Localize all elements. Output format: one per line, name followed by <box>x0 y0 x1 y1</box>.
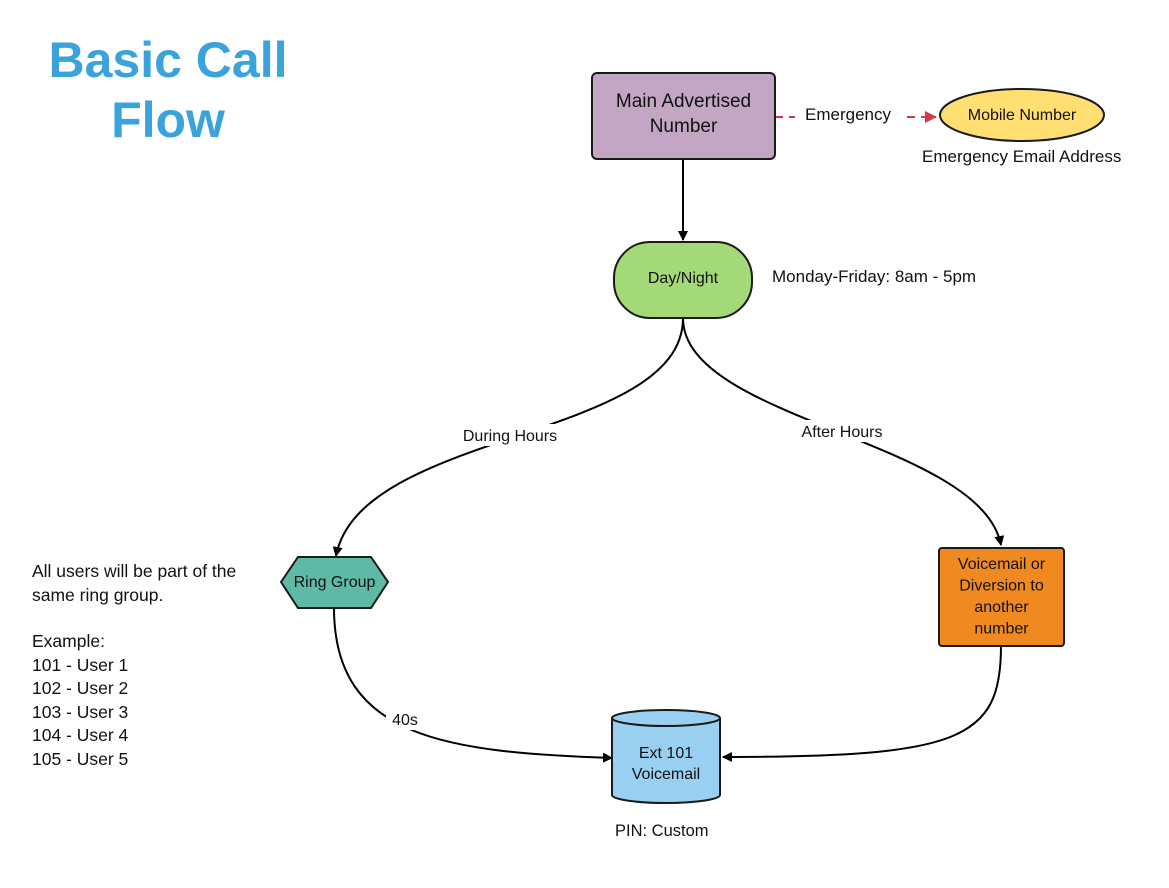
notes-panel: All users will be part of the same ring … <box>32 560 236 771</box>
node-label-line: Diversion to <box>959 578 1044 595</box>
emergency-email-address: Emergency Email Address <box>922 147 1122 166</box>
schedule-label: Monday-Friday: 8am - 5pm <box>772 267 977 286</box>
title-line-2: Flow <box>111 92 225 148</box>
node-label-line: Voicemail <box>632 766 700 783</box>
node-label-line: number <box>974 621 1029 638</box>
example-heading: Example: <box>32 631 105 651</box>
user-item: 105 - User 5 <box>32 748 129 769</box>
edge-label-emergency: Emergency <box>805 105 891 124</box>
notes-line: same ring group. <box>32 584 164 605</box>
node-label-line: Day/Night <box>648 270 719 287</box>
node-label-line: another <box>974 599 1029 616</box>
edge-label-after-hours: After Hours <box>802 424 883 441</box>
svg-text:Mobile Number: Mobile Number <box>968 107 1077 124</box>
title-line-1: Basic Call <box>48 32 288 88</box>
node-day-night: Day/Night <box>613 241 753 319</box>
node-label-line: Number <box>650 116 718 137</box>
edge-diversion-to-voicemail <box>722 645 1002 762</box>
node-voicemail-diversion: Voicemail or Diversion to another number <box>938 547 1065 647</box>
edge-label-during-hours: During Hours <box>463 428 557 445</box>
svg-text:Day/Night: Day/Night <box>648 270 719 287</box>
user-item: 101 - User 1 <box>32 654 129 675</box>
pin-label: PIN: Custom <box>615 822 709 840</box>
node-mobile-number: Mobile Number <box>939 88 1105 142</box>
notes-line: All users will be part of the <box>32 561 237 581</box>
edge-label-40s: 40s <box>392 712 418 729</box>
node-label-line: Main Advertised <box>616 91 751 112</box>
user-item: 104 - User 4 <box>32 725 129 745</box>
node-label-line: Ext 101 <box>639 745 693 762</box>
svg-text:Ring Group: Ring Group <box>294 574 376 591</box>
user-item: 102 - User 2 <box>32 678 129 698</box>
page-title: Basic Call Flow <box>18 30 318 150</box>
node-label-line: Voicemail or <box>958 556 1046 573</box>
user-item: 103 - User 3 <box>32 701 129 722</box>
node-ring-group: Ring Group <box>279 556 390 609</box>
edge-ring-to-voicemail <box>333 607 613 763</box>
node-label-line: Mobile Number <box>968 107 1077 124</box>
node-label-line: Ring Group <box>294 574 376 591</box>
